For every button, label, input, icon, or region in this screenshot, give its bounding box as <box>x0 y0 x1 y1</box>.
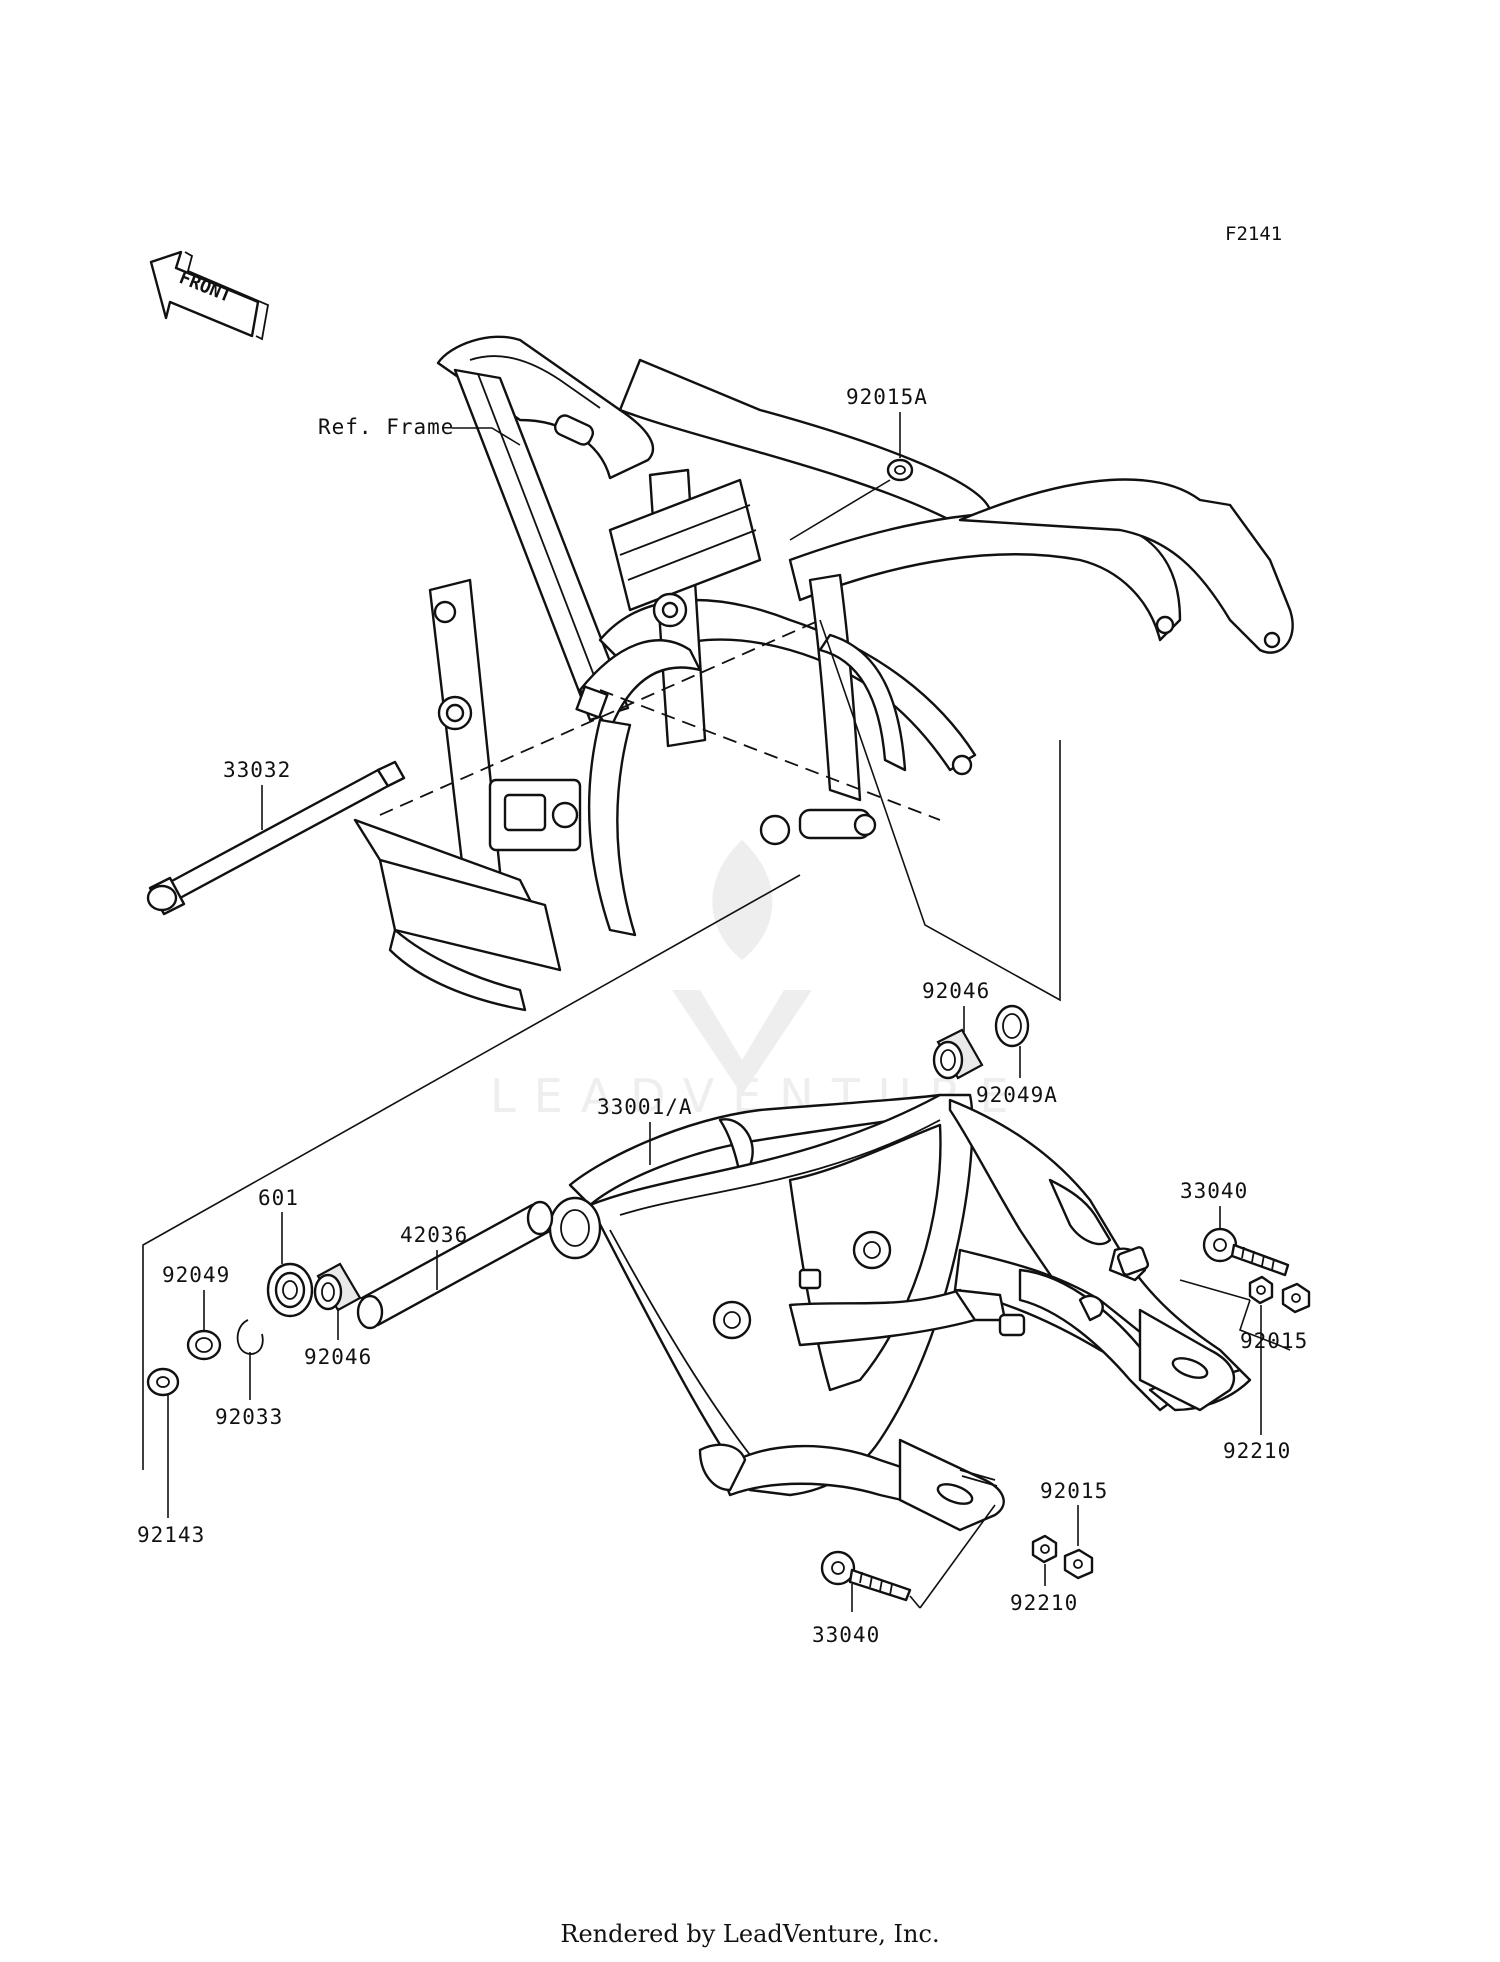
swingarm-33001a <box>548 1093 1252 1532</box>
label-33040-low: 33040 <box>812 1623 880 1647</box>
pivot-shaft-33032 <box>146 760 406 916</box>
label-92210-low: 92210 <box>1010 1591 1078 1615</box>
nut-92015-low <box>1063 1548 1094 1580</box>
label-92046-low: 92046 <box>304 1345 372 1369</box>
circlip-92033 <box>236 1319 264 1355</box>
diagram-code: F2141 <box>1225 223 1282 245</box>
seal-92049a <box>994 1004 1030 1048</box>
chain-adjuster-33040-low <box>820 1550 912 1602</box>
label-92046-top: 92046 <box>922 979 990 1003</box>
nut-92015-right <box>1281 1282 1311 1314</box>
frame-drawing <box>353 335 1294 1012</box>
label-92015-low: 92015 <box>1040 1479 1108 1503</box>
label-92210-right: 92210 <box>1223 1439 1291 1463</box>
collar-42036 <box>356 1200 554 1330</box>
bearing-92046-top <box>932 1028 984 1080</box>
washer-92210-low <box>1031 1534 1058 1564</box>
chain-adjuster-33040-right <box>1202 1227 1290 1277</box>
label-92049: 92049 <box>162 1263 230 1287</box>
label-92015-right: 92015 <box>1240 1329 1308 1353</box>
front-arrow-icon: FRONT <box>149 250 270 341</box>
nut-92015a <box>886 458 914 482</box>
ref-frame-label: Ref. Frame <box>318 415 454 439</box>
label-92143: 92143 <box>137 1523 205 1547</box>
ball-bearing-601 <box>266 1262 314 1318</box>
washer-92143 <box>146 1367 180 1397</box>
label-92015a: 92015A <box>846 385 928 409</box>
label-92049a: 92049A <box>976 1083 1058 1107</box>
label-33040-right: 33040 <box>1180 1179 1248 1203</box>
label-42036: 42036 <box>400 1223 468 1247</box>
label-92033: 92033 <box>215 1405 283 1429</box>
bearing-92046-low <box>313 1262 362 1312</box>
label-33001a: 33001/A <box>597 1095 693 1119</box>
label-601: 601 <box>258 1186 299 1210</box>
seal-92049 <box>186 1329 222 1361</box>
footer-credit: Rendered by LeadVenture, Inc. <box>560 1920 940 1948</box>
label-33032: 33032 <box>223 758 291 782</box>
washer-92210-right <box>1248 1275 1274 1305</box>
